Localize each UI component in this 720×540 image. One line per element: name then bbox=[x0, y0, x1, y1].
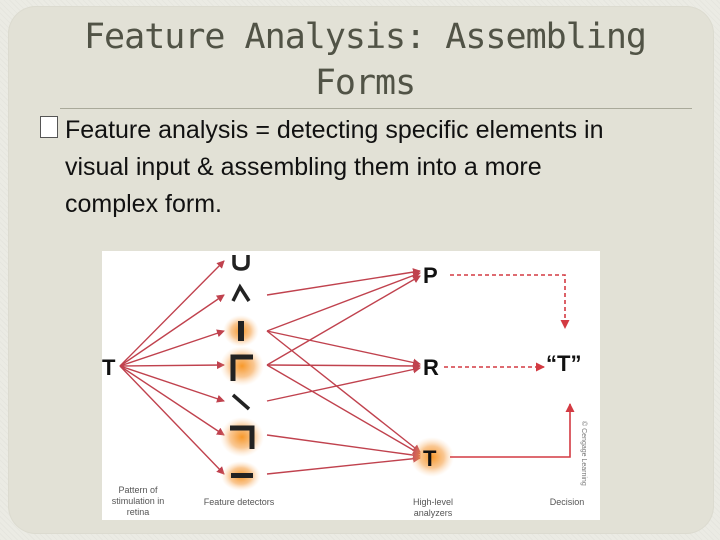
analyzer-p: P bbox=[423, 263, 438, 288]
feature-analysis-diagram: T P R T “T” Pattern of stimulation in re… bbox=[102, 251, 600, 520]
analyzer-t-glow bbox=[410, 437, 454, 477]
analyzer-to-decision-arrows bbox=[444, 274, 575, 458]
curve-feature-icon bbox=[232, 255, 250, 271]
label-high-level-analyzers: High-level analyzers bbox=[412, 497, 454, 518]
decision-output: “T” bbox=[546, 351, 582, 376]
stimulus-to-feature-arrows bbox=[119, 260, 225, 475]
angle-feature-icon bbox=[231, 283, 251, 302]
analyzer-r: R bbox=[423, 355, 439, 380]
right-angle-feature-icon bbox=[230, 425, 255, 449]
title-divider bbox=[60, 108, 692, 109]
stimulus-letter: T bbox=[102, 355, 116, 380]
bullet-box-icon bbox=[40, 116, 58, 138]
diagonal-line-feature-icon bbox=[231, 393, 251, 411]
analyzer-t: T bbox=[423, 446, 437, 471]
label-decision: Decision bbox=[549, 497, 585, 507]
vertical-line-feature-icon bbox=[238, 321, 244, 341]
label-feature-detectors: Feature detectors bbox=[203, 497, 275, 507]
diagram-canvas bbox=[119, 255, 575, 491]
image-credit: © Cengage Learning bbox=[580, 421, 587, 486]
corner-feature-icon bbox=[230, 354, 253, 381]
horizontal-line-feature-icon bbox=[231, 473, 253, 478]
slide-title: Feature Analysis: Assembling Forms bbox=[83, 17, 647, 103]
feature-detector-glyphs bbox=[220, 255, 264, 491]
bullet-point: Feature analysis = detecting specific el… bbox=[40, 112, 640, 223]
label-retina: Pattern of stimulation in retina bbox=[111, 485, 165, 517]
bullet-text: Feature analysis = detecting specific el… bbox=[65, 116, 604, 218]
feature-to-analyzer-arrows bbox=[266, 268, 421, 475]
